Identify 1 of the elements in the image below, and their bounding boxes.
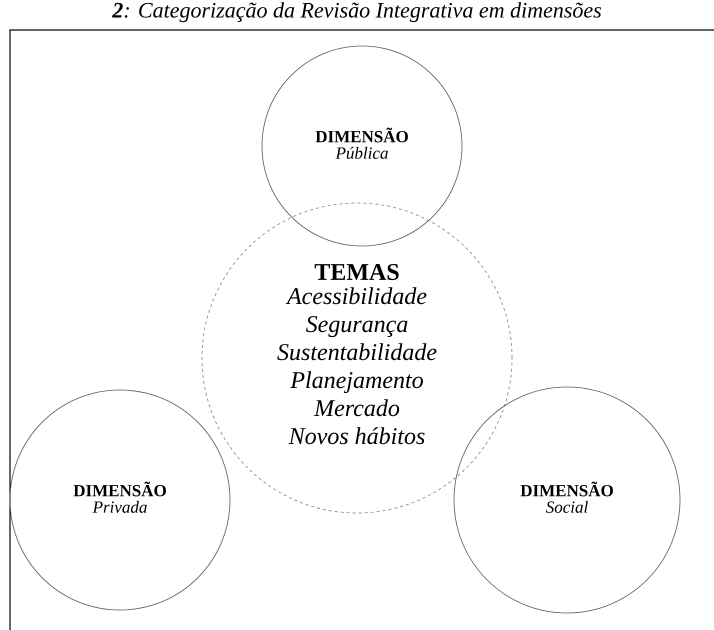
figure-title: 2: Categorização da Revisão Integrativa em dimensões — [112, 2, 602, 22]
